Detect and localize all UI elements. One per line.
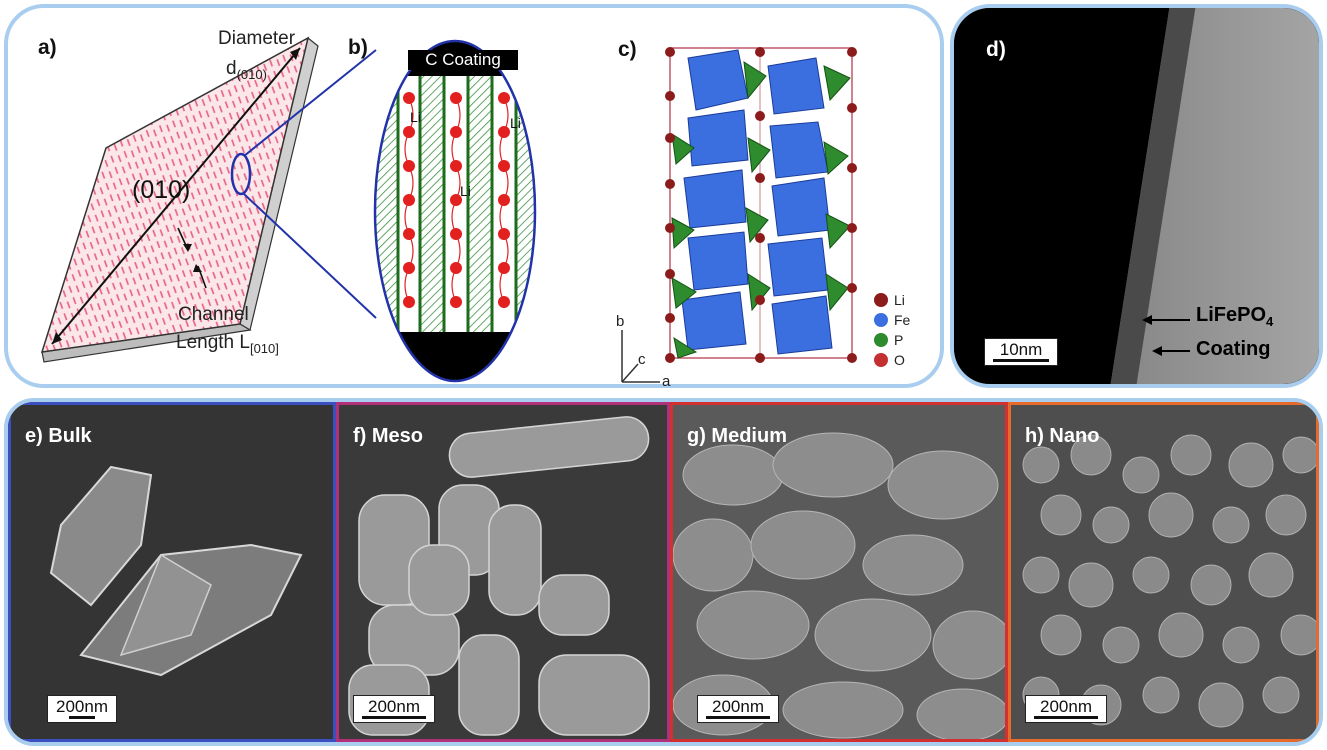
po4-tetrahedra (671, 61, 851, 359)
legend-swatch-fe (874, 313, 888, 327)
top-panel-frame: a) Diameter d(010) (010) Channel (4, 4, 944, 388)
svg-text:b: b (616, 313, 624, 330)
svg-text:Li: Li (410, 109, 421, 125)
svg-text:d(010): d(010) (226, 58, 267, 82)
zoom-connector-lines (243, 49, 377, 319)
panel-b-label: b) (348, 36, 368, 59)
face-index-text: (010) (132, 176, 190, 204)
panel-f-sem-image: f) Meso 200nm (336, 402, 670, 742)
panel-c-legend: Li Fe P O (874, 290, 910, 370)
legend-label-p: P (894, 332, 904, 348)
panel-c-axes: b c a (616, 313, 671, 388)
panel-h-scale-bar: 200nm (1025, 695, 1107, 723)
legend-swatch-li (874, 293, 888, 307)
coating-annotation: Coating (1196, 338, 1271, 360)
panel-h-sem-image: h) Nano 200nm (1008, 402, 1319, 742)
carbon-coating-label: C Coating (408, 50, 518, 70)
panel-d-label: d) (986, 38, 1006, 61)
lifepo4-annotation: LiFePO4 (1196, 304, 1274, 329)
legend-label-li: Li (894, 292, 905, 308)
panel-h-label: h) Nano (1025, 425, 1100, 447)
legend-swatch-o (874, 353, 888, 367)
panel-e-scale-bar: 200nm (47, 695, 117, 723)
panel-g-label: g) Medium (687, 425, 787, 447)
zoom-region-marker (230, 152, 252, 196)
feo6-octahedra (681, 49, 833, 355)
panel-e-label: e) Bulk (25, 425, 92, 447)
svg-text:Li: Li (510, 115, 521, 131)
panel-g-sem-image: g) Medium 200nm (670, 402, 1008, 742)
svg-text:c: c (638, 351, 646, 368)
panel-a-label: a) (38, 36, 57, 59)
bottom-panel-frame: e) Bulk 200nm f) Meso 200nm (4, 398, 1323, 746)
panel-f-scale-bar: 200nm (353, 695, 435, 723)
panel-e-sem-image: e) Bulk 200nm (8, 402, 336, 742)
channel-text: Channel (178, 304, 249, 325)
panel-b-channel-diagram: Li Li Li (373, 39, 537, 383)
li-atoms (665, 47, 857, 363)
legend-label-o: O (894, 352, 905, 368)
panel-c-label: c) (618, 38, 637, 61)
legend-swatch-p (874, 333, 888, 347)
panel-c-crystal-structure (665, 47, 857, 363)
panel-d-scale-bar: 10nm (984, 338, 1058, 366)
panel-d-tem-image: d) LiFePO4 Coating 10nm (950, 4, 1323, 388)
svg-text:a: a (662, 373, 671, 388)
svg-text:Li: Li (460, 183, 471, 199)
panel-g-scale-bar: 200nm (697, 695, 779, 723)
diameter-text: Diameter (218, 28, 296, 49)
tem-arrows (1142, 315, 1190, 356)
legend-label-fe: Fe (894, 312, 911, 328)
svg-text:Length L[010]: Length L[010] (176, 332, 279, 356)
panel-f-label: f) Meso (353, 425, 423, 447)
